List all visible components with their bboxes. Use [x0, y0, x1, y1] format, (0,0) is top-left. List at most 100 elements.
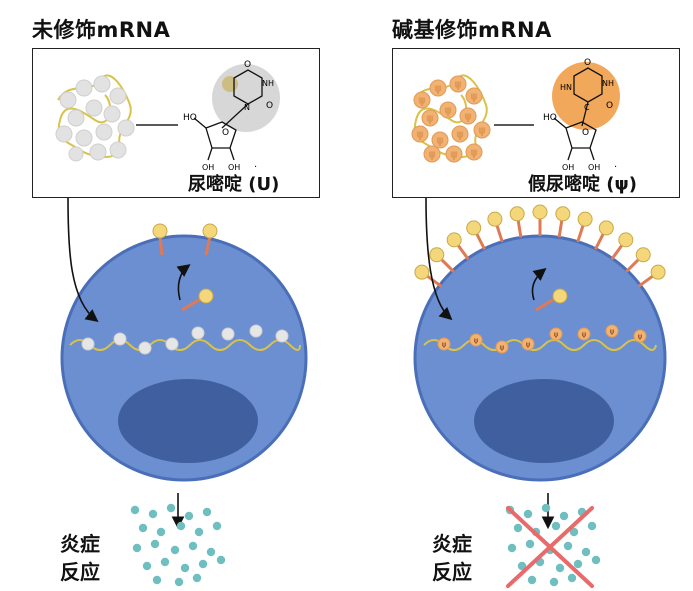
svg-text:OH: OH	[588, 163, 600, 172]
cytokine-dot	[194, 527, 204, 537]
psi-glyph: ψ	[582, 330, 587, 339]
cytokine-dot	[174, 577, 184, 587]
cytokine-dot	[567, 573, 577, 583]
receptor-head	[650, 264, 666, 280]
receptor-head	[466, 220, 482, 236]
cytokine-dot	[202, 507, 212, 517]
cytokine-dot	[517, 561, 527, 571]
left-internal-receptor	[198, 288, 214, 304]
cytokine-dot	[176, 521, 186, 531]
svg-text:NH: NH	[262, 79, 274, 88]
psi-glyph: ψ	[526, 340, 531, 349]
svg-text:O: O	[266, 101, 273, 111]
left-cytokines	[130, 503, 226, 587]
svg-text:·: ·	[254, 162, 257, 173]
left-response-label: 炎症 反应	[60, 530, 100, 586]
pseudouridine-ball	[577, 327, 591, 341]
pseudouridine-ball	[465, 87, 483, 105]
psi-glyph: ψ	[474, 336, 479, 345]
pseudouridine-ball	[431, 131, 449, 149]
cytokine-dot	[132, 543, 142, 553]
right-response-line-2: 反应	[432, 560, 472, 584]
cytokine-dot	[559, 511, 569, 521]
cytokine-dot	[188, 541, 198, 551]
cytokine-dot	[551, 521, 561, 531]
right-title: 碱基修饰mRNA	[392, 18, 552, 42]
cytokine-dot	[569, 527, 579, 537]
svg-text:NH: NH	[602, 79, 614, 88]
receptor-head	[487, 211, 503, 227]
psi-glyph: ψ	[419, 96, 425, 107]
uridine-label: 尿嘧啶 (U)	[188, 174, 280, 195]
pseudouridine-label: 假尿嘧啶 (ψ)	[528, 174, 638, 195]
pseudouridine-ball	[473, 121, 491, 139]
psi-glyph: ψ	[442, 340, 447, 349]
right-internal-receptor	[552, 288, 568, 304]
receptor-head	[446, 232, 462, 248]
psi-glyph: ψ	[429, 150, 435, 161]
psi-glyph: ψ	[610, 327, 615, 336]
pseudouridine-ball	[605, 324, 619, 338]
psi-glyph: ψ	[554, 330, 559, 339]
left-nucleus	[118, 379, 258, 463]
pseudouridine-ball	[439, 101, 457, 119]
cytokine-dot	[581, 547, 591, 557]
cytokine-dot	[587, 521, 597, 531]
receptor-head	[532, 204, 548, 220]
pseudouridine-ball	[549, 327, 563, 341]
pseudouridine-ball	[465, 143, 483, 161]
cytokine-dot	[148, 509, 158, 519]
right-response-label: 炎症 反应	[432, 530, 472, 586]
left-transport-arrow	[176, 264, 191, 301]
right-transport-arrow	[531, 267, 547, 301]
cytokine-dot	[138, 523, 148, 533]
right-mrna-strand	[423, 339, 657, 351]
svg-text:O: O	[244, 60, 251, 70]
cytokine-dot	[507, 543, 517, 553]
cytokine-dot	[180, 563, 190, 573]
cytokine-dot	[156, 527, 166, 537]
pseudouridine-ball	[413, 91, 431, 109]
psi-glyph: ψ	[638, 332, 643, 341]
psi-glyph: ψ	[437, 136, 443, 147]
cytokine-dot	[206, 547, 216, 557]
receptor-head	[509, 206, 525, 222]
pseudouridine-ball	[423, 145, 441, 163]
pseudouridine-ball	[445, 145, 463, 163]
left-uridine-balls	[81, 324, 289, 355]
left-receptor-1	[152, 223, 168, 239]
cytokine-dot	[573, 559, 583, 569]
pseudouridine-ball	[429, 79, 447, 97]
psi-glyph: ψ	[471, 148, 477, 159]
left-receptor-2	[202, 223, 218, 239]
uridine-structure: HO O OH OH O NH O N ·	[183, 60, 280, 173]
svg-text:HO: HO	[543, 113, 557, 123]
psi-glyph: ψ	[500, 343, 505, 352]
cytokine-dot	[563, 541, 573, 551]
pseudouridine-ball	[469, 333, 483, 347]
right-nucleus	[474, 379, 614, 463]
pseudouridine-ball	[421, 109, 439, 127]
svg-text:O: O	[582, 128, 589, 138]
svg-text:O: O	[222, 128, 229, 138]
cytokine-dot	[160, 557, 170, 567]
cytokine-dot	[523, 509, 533, 519]
psi-glyph: ψ	[455, 80, 461, 91]
psi-glyph: ψ	[435, 84, 441, 95]
cytokine-dot	[527, 575, 537, 585]
receptor-head	[555, 206, 571, 222]
cytokine-dot	[198, 559, 208, 569]
cytokine-dot	[170, 545, 180, 555]
receptor-head	[414, 264, 430, 280]
left-response-line-1: 炎症	[60, 532, 100, 556]
cytokine-dot	[184, 511, 194, 521]
psi-glyph: ψ	[457, 130, 463, 141]
svg-text:HN: HN	[560, 83, 572, 92]
cytokine-dot	[166, 503, 176, 513]
pseudouridine-ball	[459, 107, 477, 125]
pseudouridine-ball	[411, 125, 429, 143]
svg-text:N: N	[244, 103, 250, 112]
cytokine-dot	[555, 563, 565, 573]
